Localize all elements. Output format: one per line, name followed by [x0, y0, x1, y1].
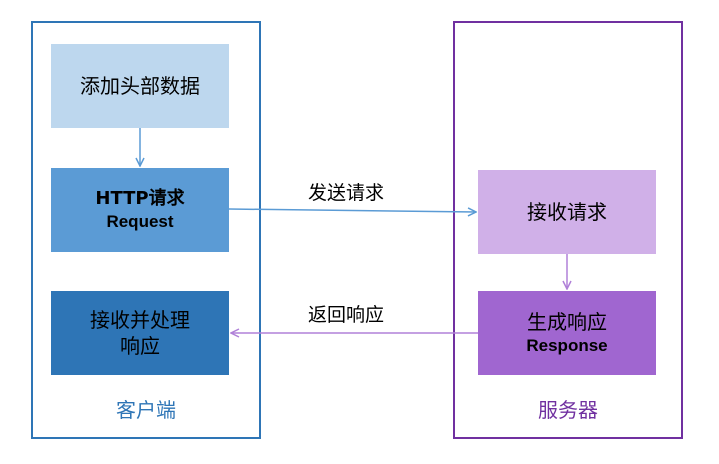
handle-response-line2: 响应	[120, 334, 160, 358]
add-header-text: 添加头部数据	[80, 74, 200, 98]
generate-response-box: 生成响应 Response	[478, 291, 656, 375]
handle-response-line1: 接收并处理	[90, 308, 190, 332]
send-request-label: 发送请求	[308, 182, 385, 204]
receive-request-text: 接收请求	[527, 200, 607, 224]
client-panel: 客户端	[31, 21, 261, 439]
server-label: 服务器	[538, 398, 598, 422]
return-response-label: 返回响应	[308, 304, 385, 326]
receive-request-box: 接收请求	[478, 170, 656, 254]
generate-response-subtitle: Response	[526, 335, 608, 355]
http-request-box: HTTP请求 Request	[51, 168, 229, 252]
http-request-subtitle: Request	[106, 211, 174, 231]
client-label: 客户端	[116, 398, 176, 422]
arrow-send-request	[228, 209, 476, 212]
generate-response-title: 生成响应	[527, 309, 607, 334]
add-header-box: 添加头部数据	[51, 44, 229, 128]
server-panel: 服务器	[453, 21, 683, 439]
handle-response-box: 接收并处理 响应	[51, 291, 229, 375]
http-request-title: HTTP请求	[95, 188, 185, 210]
